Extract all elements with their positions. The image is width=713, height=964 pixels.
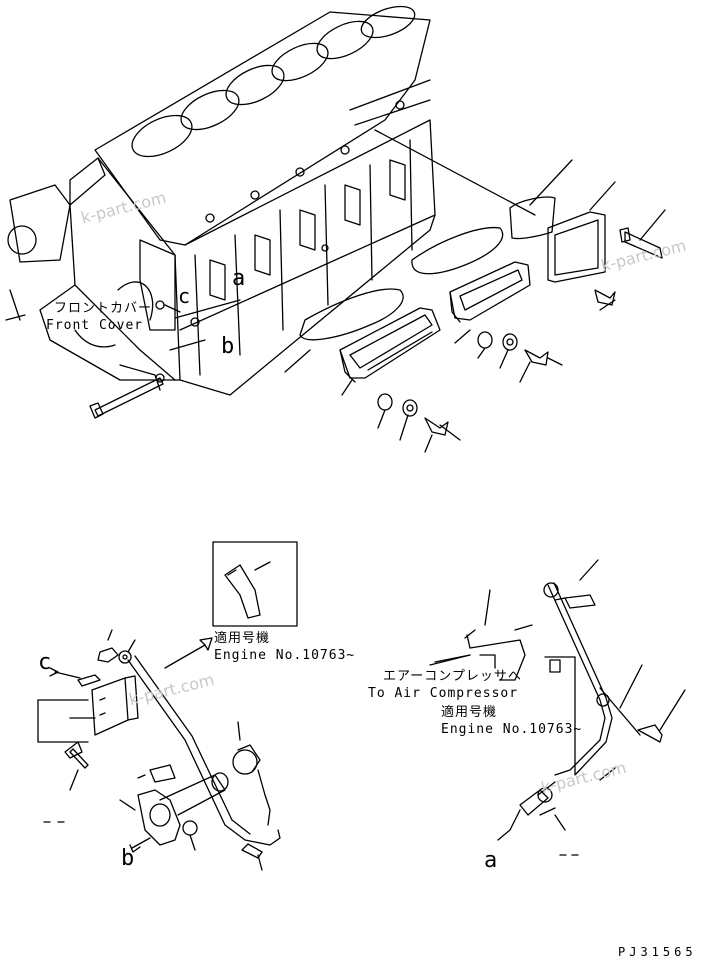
gaskets [299, 196, 556, 341]
cylinder-block [5, 5, 436, 396]
drawing-code: PJ31565 [618, 945, 697, 959]
cover-plate [547, 211, 606, 283]
ref-a-top: a [232, 266, 246, 291]
front-bolt [89, 377, 164, 419]
union-fitting [497, 781, 566, 841]
bracket-c [37, 674, 139, 743]
label-applicable-right: 適用号機 [441, 705, 498, 720]
arrow-to-inset [164, 637, 213, 669]
arrow-c [54, 671, 81, 679]
label-engine-no-left: Engine No.10763~ [214, 648, 356, 663]
leader-lines-top [164, 159, 666, 453]
ref-c-top: c [178, 284, 191, 308]
label-air-compressor-en: To Air Compressor [368, 686, 519, 701]
label-front-cover-jp: フロントカバー [54, 301, 153, 316]
side-cover-2 [449, 261, 531, 323]
arrow-c-head [49, 667, 59, 677]
inset-box [212, 541, 298, 627]
arrow-b-head [129, 844, 141, 853]
ref-b-bottom: b [121, 846, 135, 871]
side-cover-1 [339, 307, 441, 383]
ref-b-top: b [221, 334, 235, 359]
inset-bracket [544, 656, 576, 776]
arrow-air [429, 654, 471, 666]
air-compressor-pipe [543, 559, 686, 781]
washers-bolts [377, 227, 663, 441]
nut-washer-left [97, 629, 136, 664]
arrow-b [131, 837, 151, 849]
label-front-cover-en: Front Cover [46, 318, 144, 333]
sensor-left [232, 721, 271, 826]
label-engine-no-right: Engine No.10763~ [441, 722, 583, 737]
bent-tube [127, 655, 281, 871]
leader-nut [189, 834, 196, 851]
ref-a-bottom: a [484, 848, 498, 873]
bracket-right [434, 589, 533, 681]
label-applicable-left: 適用号機 [214, 631, 271, 646]
long-bolt-left [64, 741, 89, 791]
label-air-compressor-jp: エアーコンプレッサへ [383, 669, 522, 684]
ref-c-bottom: c [38, 650, 52, 675]
tube-fitting [119, 764, 229, 846]
